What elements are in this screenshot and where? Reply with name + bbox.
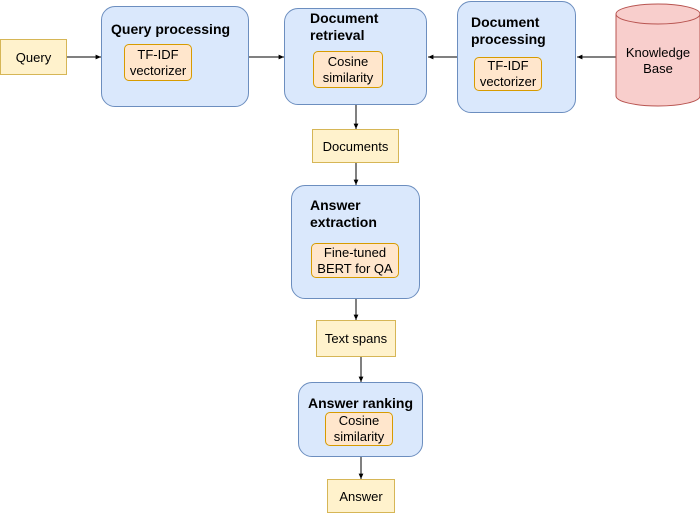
query-processing-title: Query processing — [111, 21, 231, 37]
document-retrieval-component: Cosine similarity — [313, 51, 383, 88]
text-spans-box: Text spans — [316, 320, 396, 357]
answer-ranking-title: Answer ranking — [308, 395, 414, 411]
answer-extraction-component: Fine-tuned BERT for QA — [311, 243, 399, 278]
document-retrieval-title: Document retrieval — [310, 10, 379, 43]
query-box: Query — [0, 39, 67, 75]
query-processing-component: TF-IDF vectorizer — [124, 44, 192, 81]
answer-extraction-stage: Answer extraction Fine-tuned BERT for QA — [291, 185, 420, 299]
document-processing-title: Document processing — [471, 14, 546, 47]
answer-box: Answer — [327, 479, 395, 513]
document-retrieval-stage: Document retrieval Cosine similarity — [284, 8, 427, 105]
document-processing-component: TF-IDF vectorizer — [474, 57, 542, 91]
documents-box: Documents — [312, 129, 399, 163]
answer-ranking-component: Cosine similarity — [325, 412, 393, 446]
answer-ranking-stage: Answer ranking Cosine similarity — [298, 382, 423, 457]
knowledge-base-cylinder — [615, 3, 700, 107]
answer-extraction-title: Answer extraction — [310, 197, 377, 230]
document-processing-stage: Document processing TF-IDF vectorizer — [457, 1, 576, 113]
query-processing-stage: Query processing TF-IDF vectorizer — [101, 6, 249, 107]
knowledge-base-label: Knowledge Base — [625, 45, 691, 76]
